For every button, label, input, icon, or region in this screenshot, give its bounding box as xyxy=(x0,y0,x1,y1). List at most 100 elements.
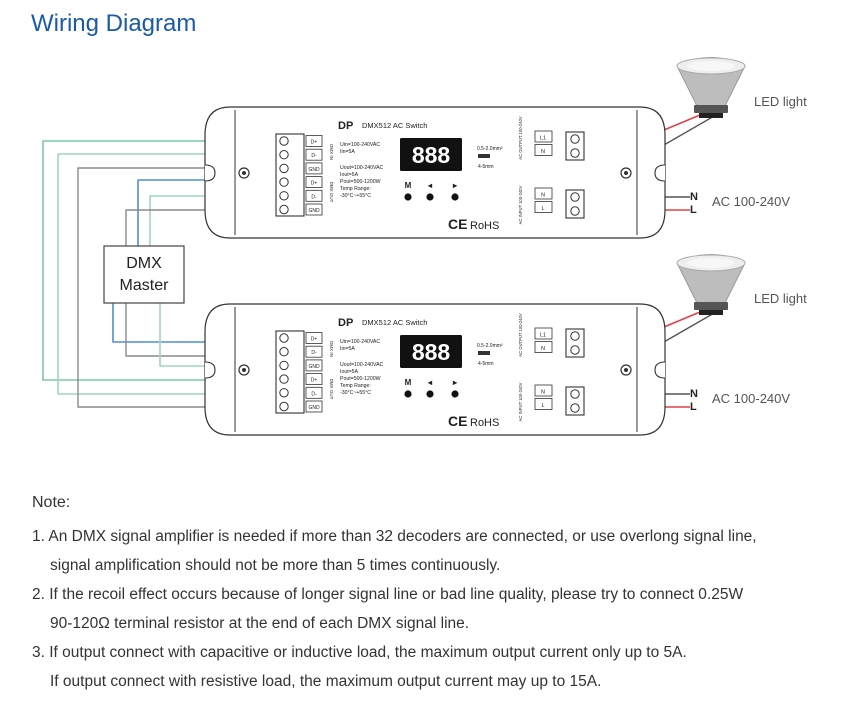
spec-text: Iout=5A xyxy=(340,172,359,178)
terminal-label-box xyxy=(534,187,553,200)
dmx-master-label: DMX xyxy=(126,255,162,272)
spec-text: Iin=5A xyxy=(340,149,355,155)
spec-text: -30°C~+55°C xyxy=(340,390,371,396)
spec-text: Pout=500-1200W xyxy=(340,376,381,382)
controller-body xyxy=(204,106,666,239)
terminal-label: D- xyxy=(311,153,317,159)
terminal-screw xyxy=(279,333,289,343)
terminal-label-box xyxy=(305,203,323,216)
terminal-label-box xyxy=(305,386,323,399)
control-button xyxy=(426,193,434,201)
terminal-label: D- xyxy=(311,350,317,356)
dmx-terminal-block xyxy=(275,330,305,414)
wire-spec: 0.5-2.0mm² xyxy=(477,146,503,152)
note-line: 90-120Ω terminal resistor at the end of … xyxy=(50,615,470,632)
terminal-label: N xyxy=(541,346,545,352)
terminal-label-box xyxy=(305,189,323,202)
terminal-label-box xyxy=(305,176,323,189)
terminal-label-box xyxy=(534,130,553,143)
page-title: Wiring Diagram xyxy=(31,10,197,37)
n-label: N xyxy=(690,191,698,203)
terminal-screw xyxy=(279,150,289,160)
note-line: 1. An DMX signal amplifier is needed if … xyxy=(32,528,757,545)
ce-mark: CE xyxy=(448,413,467,429)
terminal-screw xyxy=(279,163,289,174)
spec-text: Iin=5A xyxy=(340,346,355,352)
wire-strip-icon xyxy=(478,154,490,158)
notes-heading: Note: xyxy=(32,494,71,511)
spec-text: Pout=500-1200W xyxy=(340,179,381,185)
display-digits: 888 xyxy=(412,339,451,365)
spec-text: Uout=100-240VAC xyxy=(340,362,384,368)
note-line: If output connect with resistive load, t… xyxy=(50,673,602,690)
wire-spec: 4-5mm xyxy=(478,164,494,170)
end-notch xyxy=(204,164,216,182)
terminal-label-box xyxy=(534,384,553,397)
terminal-screw xyxy=(279,401,289,412)
terminal-screw xyxy=(279,360,289,371)
led-light-label: LED light xyxy=(754,291,807,306)
control-button xyxy=(404,193,412,201)
terminal-label: L1 xyxy=(540,136,546,142)
output-label: AC OUTPUT 100-240V xyxy=(518,116,523,160)
terminal-screw xyxy=(570,206,580,216)
dmx-out-label: DMX OUT xyxy=(329,182,334,203)
terminal-screw xyxy=(570,331,580,341)
display-digits: 888 xyxy=(412,142,451,168)
dmx-terminal-block xyxy=(275,133,305,217)
terminal-label-box xyxy=(305,400,323,413)
terminal-screw xyxy=(279,136,289,146)
terminal-label: D+ xyxy=(311,337,318,343)
wire-spec: 4-5mm xyxy=(478,361,494,367)
button-label: ▸ xyxy=(452,181,458,190)
lamp-face-inner xyxy=(687,258,735,268)
terminal-label: D+ xyxy=(311,378,318,384)
dmx-wire xyxy=(77,167,283,408)
seven-seg-display xyxy=(400,335,462,368)
control-button xyxy=(404,390,412,398)
terminal-label: D+ xyxy=(311,181,318,187)
input-label: AC INPUT 100-240V xyxy=(518,185,523,224)
button-label: M xyxy=(405,181,412,190)
note-line: 3. If output connect with capacitive or … xyxy=(32,644,687,661)
spec-text: Iout=5A xyxy=(340,369,359,375)
ac-voltage-label: AC 100-240V xyxy=(712,194,790,209)
terminal-label: N xyxy=(541,390,545,396)
terminal-label: D- xyxy=(311,391,317,397)
terminal-label: GND xyxy=(308,405,320,411)
terminal-label: L1 xyxy=(540,333,546,339)
spec-text: -30°C~+55°C xyxy=(340,193,371,199)
terminal-label: L xyxy=(541,403,544,409)
spec-text: Uin=100-240VAC xyxy=(340,339,380,345)
l-label: L xyxy=(690,401,697,413)
terminal-label-box xyxy=(534,144,553,156)
terminal-screw xyxy=(570,134,580,144)
terminal-screw xyxy=(279,204,289,215)
control-button xyxy=(451,390,459,398)
dmx-wire xyxy=(42,140,283,381)
lamp-base xyxy=(694,302,728,310)
lamp-base xyxy=(694,105,728,113)
terminal-label-box xyxy=(305,332,323,344)
terminal-label-box xyxy=(534,201,553,213)
terminal-label: L xyxy=(541,206,544,212)
output-label: AC OUTPUT 100-240V xyxy=(518,313,523,357)
terminal-label: D+ xyxy=(311,140,318,146)
end-notch xyxy=(654,164,666,182)
led-light-label: LED light xyxy=(754,94,807,109)
terminal-screw xyxy=(279,374,289,384)
screw-hole xyxy=(624,368,628,372)
model-label: DMX512 AC Switch xyxy=(362,318,427,327)
button-label: ◂ xyxy=(427,181,433,190)
control-button xyxy=(451,193,459,201)
terminal-label-box xyxy=(305,148,323,161)
terminal-label: D- xyxy=(311,194,317,200)
terminal-label-box xyxy=(305,373,323,386)
wire-spec: 0.5-2.0mm² xyxy=(477,343,503,349)
terminal-label-box xyxy=(534,398,553,410)
seven-seg-display xyxy=(400,138,462,171)
dmx-in-label: DMX IN xyxy=(329,341,334,357)
terminal-screw xyxy=(570,192,580,202)
